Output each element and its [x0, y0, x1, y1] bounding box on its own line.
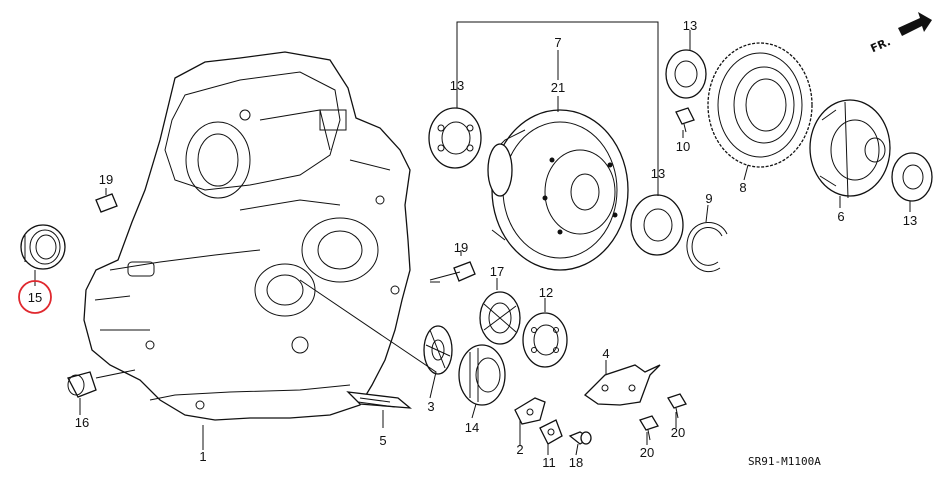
- callout-13-far-right[interactable]: 13: [903, 213, 917, 228]
- differential-assembly-7[interactable]: [487, 109, 629, 271]
- highlight-circle-15: [18, 280, 52, 314]
- callout-6[interactable]: 6: [837, 209, 844, 224]
- transmission-housing[interactable]: [83, 51, 411, 421]
- callout-1[interactable]: 1: [199, 449, 206, 464]
- callout-14[interactable]: 14: [465, 420, 479, 435]
- bolt-10[interactable]: [675, 107, 695, 133]
- plug-16[interactable]: [67, 371, 97, 398]
- callout-17[interactable]: 17: [490, 264, 504, 279]
- final-gear-8[interactable]: [707, 42, 813, 168]
- callout-20-upper[interactable]: 20: [671, 425, 685, 440]
- bearing-12[interactable]: [522, 312, 568, 368]
- callout-3[interactable]: 3: [427, 399, 434, 414]
- callout-10[interactable]: 10: [676, 139, 690, 154]
- direction-label: FR.: [869, 35, 893, 55]
- bracket-2[interactable]: [514, 397, 546, 425]
- callout-8[interactable]: 8: [739, 180, 746, 195]
- callout-9[interactable]: 9: [705, 191, 712, 206]
- dowel-pin-19b[interactable]: [453, 261, 476, 282]
- plate-5[interactable]: [346, 391, 412, 409]
- roller-bearing-14[interactable]: [458, 344, 506, 406]
- diagram-code: SR91-M1100A: [748, 455, 821, 468]
- callout-21[interactable]: 21: [551, 80, 565, 95]
- bracket-4[interactable]: [583, 364, 661, 406]
- callout-13-left[interactable]: 13: [450, 78, 464, 93]
- bracket-11[interactable]: [539, 419, 563, 445]
- bearing-13-right[interactable]: [630, 194, 684, 256]
- callout-13-right[interactable]: 13: [651, 166, 665, 181]
- leader-lines: [34, 21, 911, 456]
- front-direction-indicator: FR.: [869, 12, 932, 55]
- bolt-20b[interactable]: [667, 393, 687, 419]
- bearing-13-top[interactable]: [665, 49, 707, 99]
- differential-carrier-6[interactable]: [809, 99, 891, 199]
- baffle-3[interactable]: [423, 325, 453, 375]
- callout-13-top[interactable]: 13: [683, 18, 697, 33]
- callout-4[interactable]: 4: [602, 346, 609, 361]
- callout-19-right[interactable]: 19: [454, 240, 468, 255]
- oil-seal-15[interactable]: [20, 224, 66, 270]
- bolt-20a[interactable]: [639, 415, 659, 441]
- dowel-pin-19a[interactable]: [95, 193, 118, 213]
- callout-12[interactable]: 12: [539, 285, 553, 300]
- callout-18[interactable]: 18: [569, 455, 583, 470]
- bearing-13-far-right[interactable]: [891, 152, 933, 202]
- callout-15[interactable]: 15: [28, 290, 42, 305]
- callout-19-left[interactable]: 19: [99, 172, 113, 187]
- callout-7[interactable]: 7: [554, 35, 561, 50]
- callout-11[interactable]: 11: [542, 455, 556, 470]
- snap-ring-9[interactable]: [686, 222, 728, 273]
- bearing-17[interactable]: [479, 291, 521, 345]
- callout-5[interactable]: 5: [379, 433, 386, 448]
- callout-16[interactable]: 16: [75, 415, 89, 430]
- bearing-13-left[interactable]: [428, 107, 482, 169]
- callout-20-lower[interactable]: 20: [640, 445, 654, 460]
- bolt-18[interactable]: [568, 431, 592, 445]
- callout-2[interactable]: 2: [516, 442, 523, 457]
